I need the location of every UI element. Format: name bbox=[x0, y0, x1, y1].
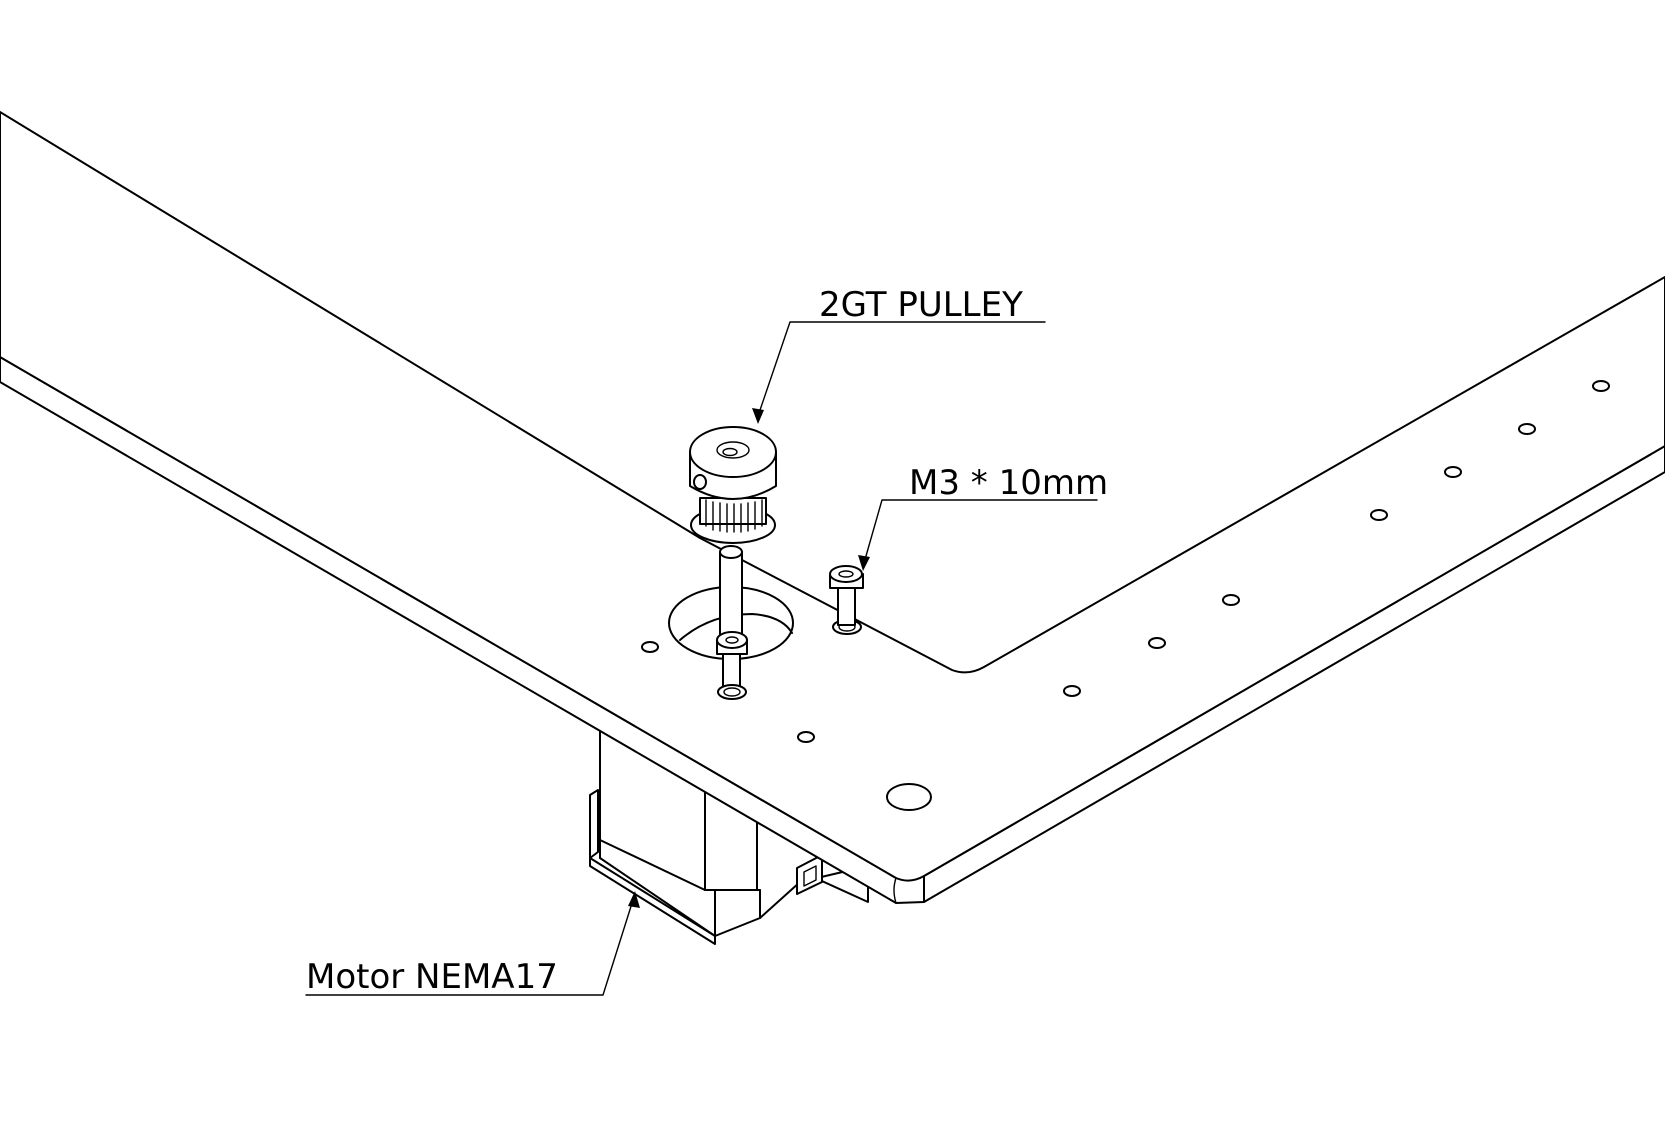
shaft-tip bbox=[719, 545, 743, 559]
m3-screw-bore bbox=[716, 631, 748, 700]
screw-socket bbox=[725, 636, 739, 644]
plate-corner-edge bbox=[893, 877, 897, 904]
motor-shaft bbox=[719, 545, 743, 643]
callout-screw: M3 * 10mm bbox=[858, 463, 1108, 571]
pulley-teeth-band bbox=[699, 497, 767, 525]
label-motor: Motor NEMA17 bbox=[306, 957, 558, 997]
callout-motor: Motor NEMA17 bbox=[305, 891, 640, 997]
hole bbox=[1222, 594, 1240, 606]
hole bbox=[1370, 509, 1388, 521]
pulley-teeth bbox=[705, 499, 763, 533]
screw-head-top bbox=[829, 565, 863, 583]
motor-connector-socket bbox=[803, 865, 817, 887]
pulley-bore bbox=[716, 441, 750, 459]
motor-flange-bottom bbox=[589, 857, 716, 945]
leader-motor bbox=[305, 899, 634, 996]
bore-inner-edge bbox=[679, 613, 793, 641]
pulley-bore-inner bbox=[722, 447, 738, 457]
shaft-body bbox=[719, 551, 743, 643]
gt2-pulley bbox=[689, 426, 777, 544]
arrowhead-pulley bbox=[752, 408, 764, 424]
plate-holes bbox=[641, 380, 1610, 811]
motor-connector bbox=[796, 854, 823, 895]
pulley-setscrew-hole bbox=[693, 474, 707, 490]
hole-large bbox=[886, 783, 932, 811]
leader-screw bbox=[863, 499, 1098, 564]
hole bbox=[1444, 466, 1462, 478]
screw-hole bbox=[723, 687, 741, 697]
screw-shank bbox=[837, 584, 856, 626]
hole bbox=[1518, 423, 1536, 435]
plate-top-surface bbox=[0, 111, 1665, 882]
hole bbox=[641, 641, 659, 653]
hole bbox=[1592, 380, 1610, 392]
arrowhead-screw bbox=[858, 555, 870, 571]
screw-washer bbox=[717, 684, 747, 700]
motor-flange-left bbox=[589, 789, 599, 859]
screw-socket bbox=[838, 570, 854, 578]
hole bbox=[797, 731, 815, 743]
callout-pulley: 2GT PULLEY bbox=[752, 285, 1046, 424]
pulley-hub-top bbox=[689, 426, 777, 478]
hole bbox=[1148, 637, 1166, 649]
label-pulley: 2GT PULLEY bbox=[819, 285, 1023, 325]
hole bbox=[1063, 685, 1081, 697]
m3-screw bbox=[829, 565, 864, 635]
screw-head-top bbox=[716, 631, 748, 649]
leader-pulley bbox=[757, 321, 1046, 417]
arrowhead-motor bbox=[628, 891, 640, 908]
base-plate bbox=[0, 111, 1665, 904]
label-screw: M3 * 10mm bbox=[909, 463, 1108, 503]
motor-chamfer-line bbox=[599, 839, 706, 891]
